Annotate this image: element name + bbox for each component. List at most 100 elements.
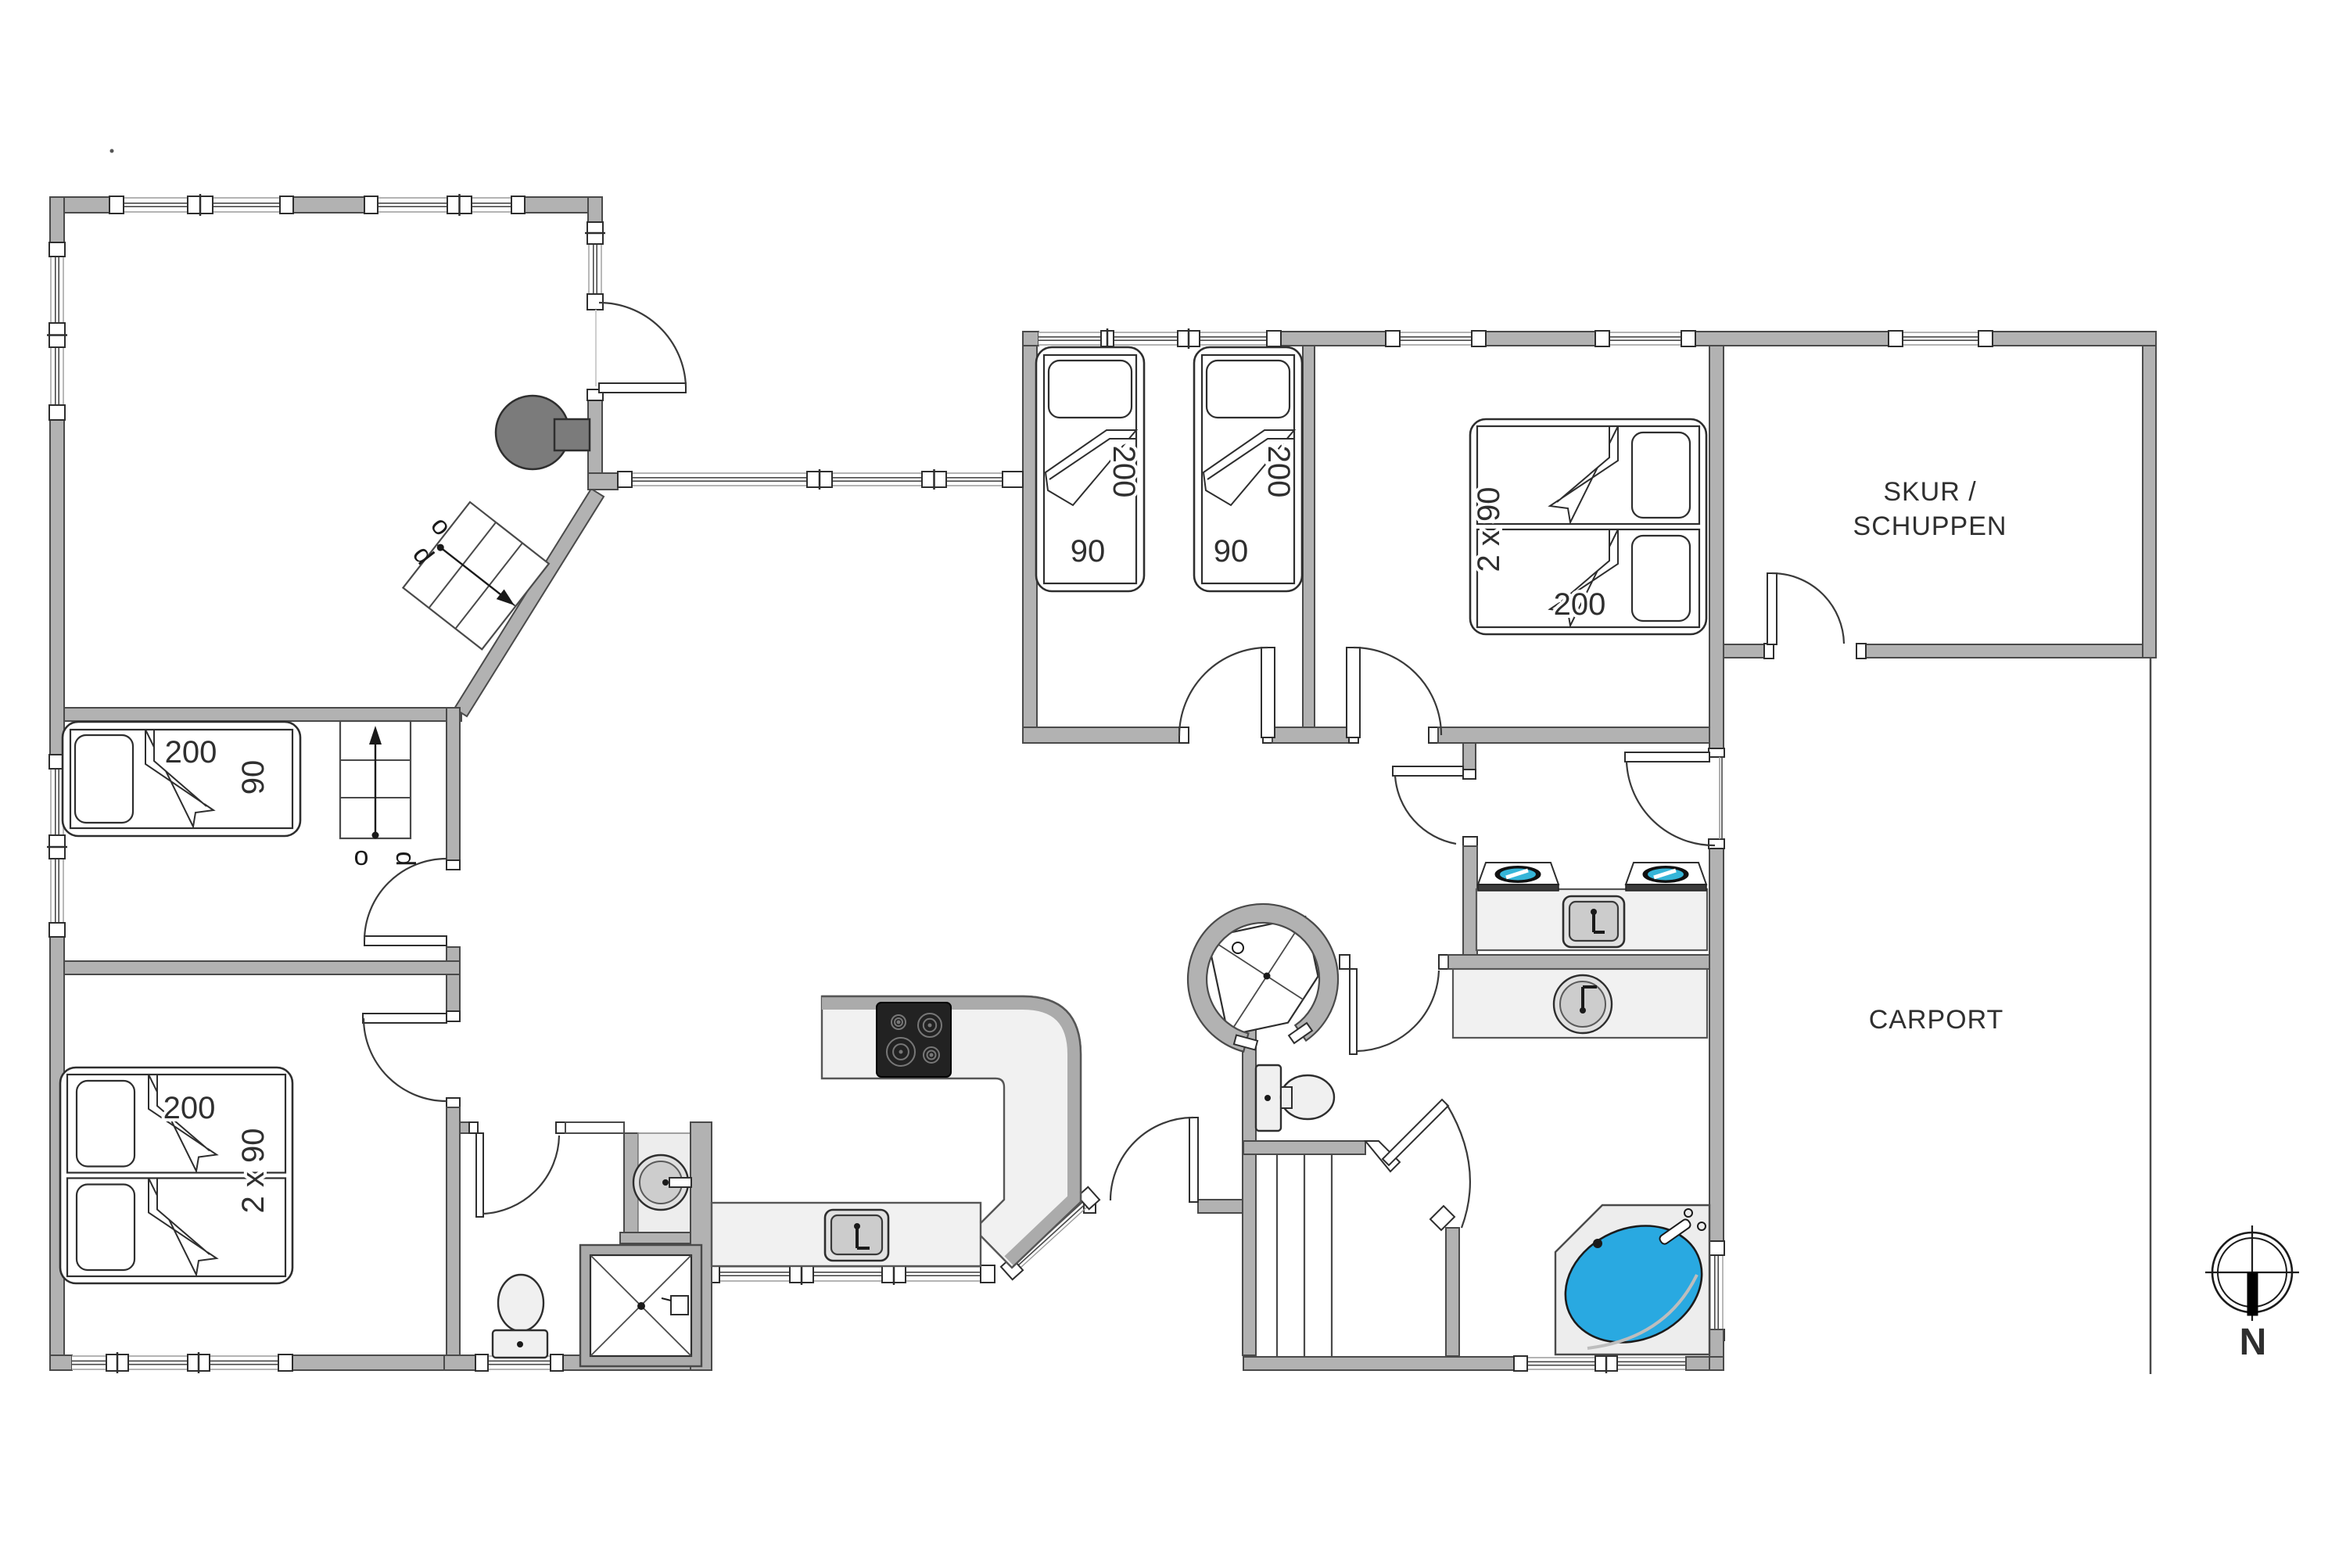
wall-niche-south [619,1232,691,1244]
door-arc-double [1353,646,1443,736]
door-jamb [1428,727,1439,744]
cooktop-burner [886,1037,916,1067]
bed-duvet-fold [156,1178,210,1255]
door-leaf-twin [1261,647,1275,738]
sauna [1275,1154,1333,1356]
window-band-annex-north [49,194,603,216]
door-arc-east [1625,761,1716,847]
bed-duvet-fold [1556,529,1610,606]
shower-drain [1263,972,1271,980]
machine-base [1477,884,1559,892]
bed-pillow [74,734,135,824]
washbasin2-dot [1580,1007,1586,1014]
wall-stub [1462,742,1476,770]
door-leaf-bath1 [475,1132,484,1218]
bed-width-label: 2 x 90 [1472,487,1506,572]
bed-pillow [1205,359,1291,419]
window-edge [124,197,511,213]
door-leaf-corridor [1392,766,1464,777]
bed-family-double [59,1066,294,1285]
wall-hall-north [1272,727,1350,744]
stair-arrow-head [496,589,515,605]
compass-north-label: N [2240,1322,2267,1363]
cooktop-burner [891,1014,906,1030]
cooktop-burner [894,1017,903,1027]
stair-label-char: p [387,852,417,867]
window-band-east [1708,345,1725,1371]
window-joint-bar [47,334,67,849]
door-leaf-double [1346,647,1361,738]
door-leaf-kitchen [1189,1117,1199,1203]
bed-duvet-fold [153,730,207,807]
wall-hall-west [1242,1000,1257,1356]
shower-drain [637,1302,645,1310]
bed-length-label: 200 [163,1091,216,1125]
door-jamb [446,859,461,870]
door-leaf-bedroom2 [362,1013,447,1024]
shower-head [670,1295,689,1315]
window-glass [1527,1361,1686,1366]
window-bg [632,472,1003,486]
door-arc-twin [1178,646,1268,737]
stray-dot [109,149,114,153]
bed-duvet-fold [156,1075,210,1152]
bed-pillow [75,1079,136,1168]
window-edge [588,244,602,294]
door-jamb [446,1010,461,1022]
toilet-seat [1280,1086,1293,1109]
stairs-annex [401,501,551,651]
door-arc-sauna [1446,1103,1471,1229]
window-bg [719,1266,981,1282]
toilet-button [517,1341,523,1347]
laundry-machine [1624,862,1708,892]
window-glass [593,244,597,294]
stair-label-hall: o p [354,841,417,871]
shower-head-line [661,1297,672,1301]
stair-arrow-head [369,726,382,745]
machine-drum-shine [1653,868,1677,880]
bed-duvet-fold [148,1074,219,1174]
window-bg [1709,1255,1724,1329]
kitchen-counter-outline [822,995,1082,1268]
wall-bath1-north [459,1121,470,1134]
bed-length-label: 200 [1107,446,1141,498]
cooktop-burner [892,1043,909,1060]
bed-duvet-fold [145,729,216,830]
window-bg [1038,332,1978,346]
bed-master-double [1469,418,1708,636]
door-arc-shed [1771,572,1846,644]
wall-segment [2142,345,2157,658]
shower2-ring [1187,902,1340,1053]
wall-bedroom-divider [1302,345,1315,744]
wall-bath2-north [1447,954,1710,970]
door-jamb-diagonal [1429,1204,1456,1232]
kitchen [710,995,1082,1269]
wall-annex-bottom [49,707,462,722]
wall-bath1-north [565,1121,625,1134]
door-arc-kitchen [1109,1116,1194,1201]
window-joint-bar [1106,328,1190,349]
bed-width-label: 90 [1214,534,1249,569]
cooktop [876,1002,952,1078]
wall-bedroom1-bottom [49,960,461,975]
window-bg [124,197,511,213]
window-joint-bar [818,469,935,490]
door-jamb [1339,954,1351,970]
bed-duvet-fold [1049,438,1136,480]
door-arc-annex [598,301,687,387]
wall-utility-west [1462,845,1478,956]
cooktop-burner [896,1020,901,1024]
window-cap [586,221,604,401]
window-glass [719,1272,981,1276]
cooktop-burner [899,1050,903,1054]
door-arc-bedroom1 [363,857,447,942]
carport-label: CARPORT [1869,1005,2004,1035]
window-bg [1527,1357,1686,1370]
laundry-machine [1476,862,1560,892]
window-band-living-north [617,469,1024,490]
door-jamb [446,1097,461,1108]
toilet2 [1254,1064,1336,1132]
stove-duct [553,418,591,452]
window-glass [1017,1199,1091,1266]
wall-bedroom-east [446,707,461,861]
